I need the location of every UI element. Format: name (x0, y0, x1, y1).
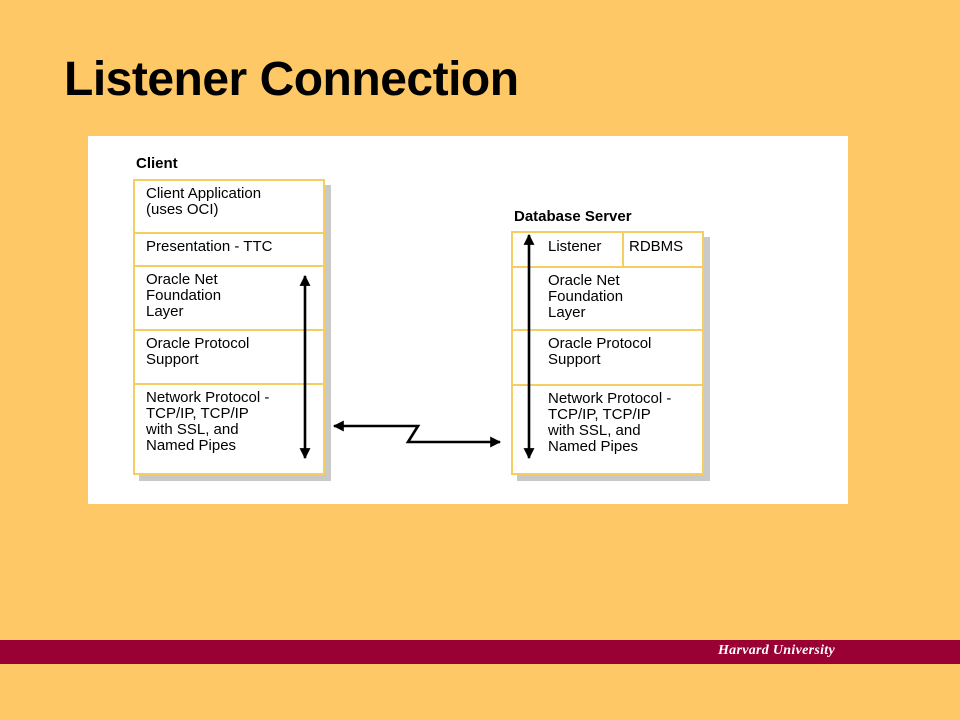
diagram-panel: Client Client Application (uses OCI) Pre… (88, 136, 848, 504)
zigzag-network-arrow-icon (332, 420, 502, 448)
server-label: Database Server (514, 208, 632, 225)
client-stack: Client Application (uses OCI) Presentati… (133, 179, 325, 475)
server-layer-network-protocol-text: Network Protocol - TCP/IP, TCP/IP with S… (548, 390, 672, 455)
server-layer-net-foundation: Oracle Net Foundation Layer (513, 268, 702, 331)
client-layer-protocol-support: Oracle Protocol Support (135, 331, 323, 385)
footer-university-name: Harvard University (717, 643, 835, 658)
client-layer-application: Client Application (uses OCI) (135, 181, 323, 234)
client-layer-presentation: Presentation - TTC (135, 234, 323, 267)
footer-bar: Harvard University (0, 640, 960, 664)
server-stack: Listener RDBMS Oracle Net Foundation Lay… (511, 231, 704, 475)
client-layer-net-foundation: Oracle Net Foundation Layer (135, 267, 323, 331)
client-layer-net-foundation-text: Oracle Net Foundation Layer (146, 271, 222, 320)
server-layer-net-foundation-text: Oracle Net Foundation Layer (548, 272, 624, 321)
server-top-divider (622, 233, 624, 266)
server-layer-top: Listener RDBMS (513, 233, 702, 268)
client-layer-application-text: Client Application (uses OCI) (146, 185, 262, 218)
client-layer-presentation-text: Presentation - TTC (146, 238, 273, 255)
server-listener-text: Listener (548, 238, 602, 255)
arrows-layer (299, 233, 535, 460)
server-layer-network-protocol: Network Protocol - TCP/IP, TCP/IP with S… (513, 386, 702, 473)
client-label: Client (136, 155, 178, 172)
server-layer-protocol-support: Oracle Protocol Support (513, 331, 702, 386)
client-layer-network-protocol: Network Protocol - TCP/IP, TCP/IP with S… (135, 385, 323, 473)
client-layer-network-protocol-text: Network Protocol - TCP/IP, TCP/IP with S… (146, 389, 270, 454)
server-layer-protocol-support-text: Oracle Protocol Support (548, 335, 652, 368)
slide-title: Listener Connection (64, 53, 519, 106)
client-layer-protocol-support-text: Oracle Protocol Support (146, 335, 250, 368)
server-rdbms-text: RDBMS (629, 238, 684, 255)
